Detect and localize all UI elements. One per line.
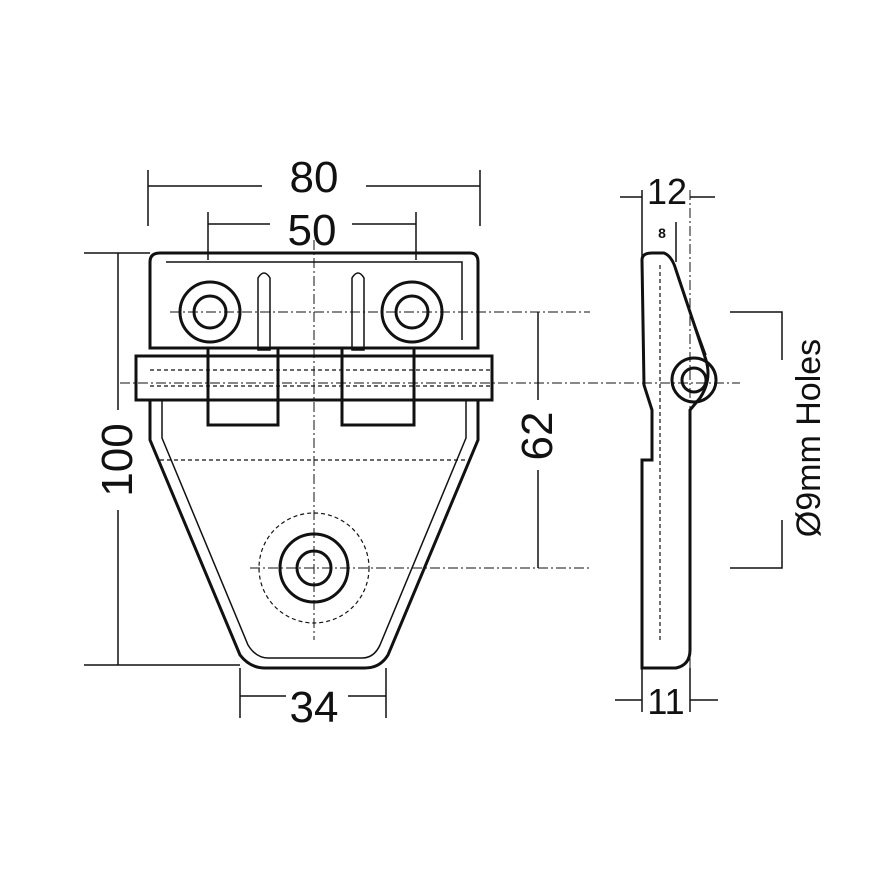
dim-62: 62 bbox=[513, 412, 562, 461]
holes-label: Ø9mm Holes bbox=[790, 339, 828, 537]
dim-50: 50 bbox=[288, 206, 337, 255]
dim-80: 80 bbox=[290, 153, 339, 202]
dim-11: 11 bbox=[647, 681, 684, 722]
dim-34: 34 bbox=[290, 683, 339, 732]
dim-100: 100 bbox=[93, 423, 142, 496]
front-view bbox=[120, 240, 740, 670]
side-view bbox=[615, 190, 783, 712]
dimension-lines bbox=[84, 170, 539, 718]
dim-12: 12 bbox=[647, 171, 687, 212]
dim-8: 8 bbox=[658, 225, 666, 241]
